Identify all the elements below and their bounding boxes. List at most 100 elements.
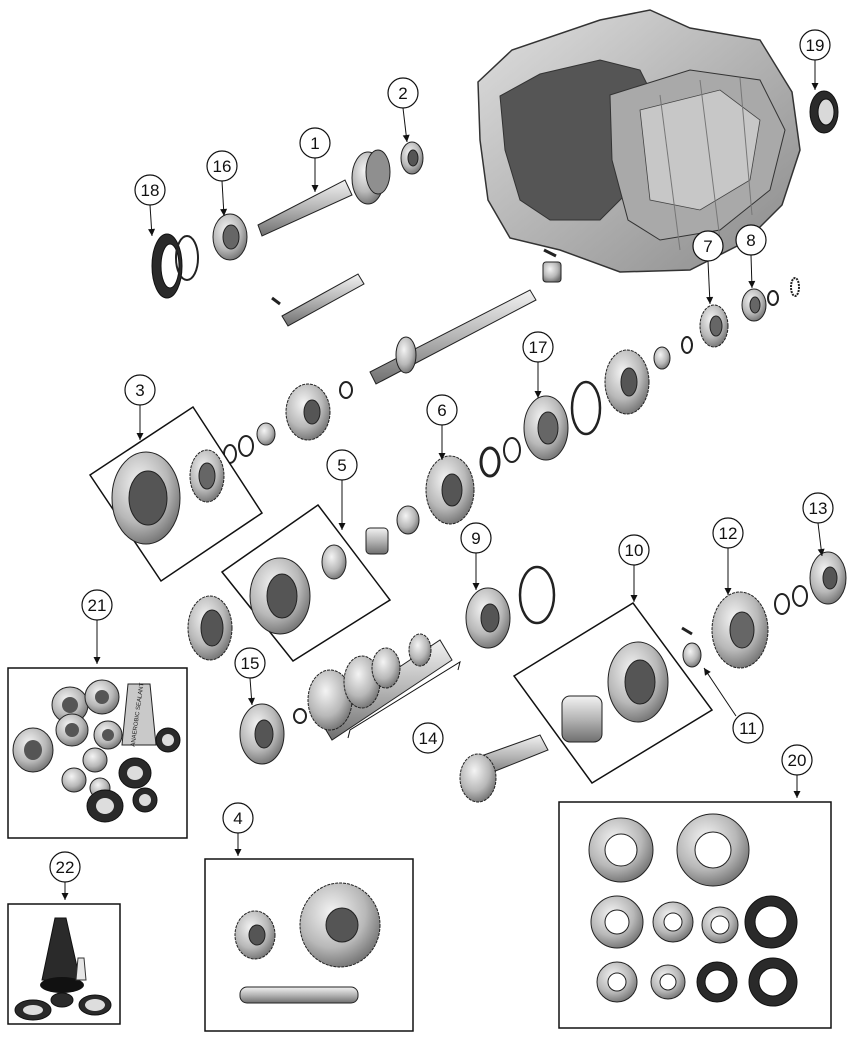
cluster-bracket — [347, 660, 461, 739]
transmission-case[interactable] — [477, 9, 801, 273]
countershaft-gear-cluster-part[interactable] — [293, 633, 453, 741]
callout-circle — [234, 647, 266, 679]
callout-arrowhead — [472, 583, 480, 590]
callout-number: 16 — [213, 157, 232, 176]
callout-10[interactable]: 10 — [618, 534, 650, 602]
callout-21[interactable]: 21 — [81, 589, 113, 664]
callout-number: 15 — [241, 654, 260, 673]
callout-number: 4 — [233, 809, 242, 828]
callout-6[interactable]: 6 — [426, 394, 458, 460]
callout-12[interactable]: 12 — [712, 517, 744, 595]
synchro-assembly-1-2-box[interactable] — [220, 503, 392, 662]
callout-number: 7 — [703, 237, 712, 256]
callout-1[interactable]: 1 — [299, 127, 331, 192]
bearing-and-seal-kit-box[interactable] — [558, 801, 832, 1029]
callout-arrowhead — [61, 893, 69, 900]
callout-number: 22 — [56, 858, 75, 877]
callout-number: 6 — [437, 401, 446, 420]
callout-4[interactable]: 4 — [222, 802, 254, 856]
callout-circle — [735, 224, 767, 256]
callout-circle — [712, 517, 744, 549]
pinion-shaft-part[interactable] — [459, 734, 549, 803]
callout-11[interactable]: 11 — [703, 667, 764, 744]
fifth-gear-part[interactable] — [711, 585, 808, 669]
callout-number: 14 — [419, 729, 438, 748]
callout-circle — [426, 394, 458, 426]
callout-17[interactable]: 17 — [522, 331, 554, 398]
callout-leader-line — [707, 260, 711, 305]
callout-number: 1 — [310, 134, 319, 153]
countershaft-front-bearing-part[interactable] — [465, 565, 556, 649]
callout-2[interactable]: 2 — [387, 77, 419, 143]
callout-8[interactable]: 8 — [735, 224, 767, 289]
callout-15[interactable]: 15 — [234, 647, 266, 706]
overhaul-kit-box[interactable]: ANAEROBIC SEALANT — [7, 667, 188, 839]
callout-circle — [799, 29, 831, 61]
callout-number: 10 — [625, 541, 644, 560]
callout-19[interactable]: 19 — [799, 29, 831, 90]
callout-circle — [124, 374, 156, 406]
callout-14[interactable]: 14 — [412, 722, 444, 754]
reverse-idler-kit-box[interactable] — [204, 858, 414, 1032]
callout-number: 3 — [135, 381, 144, 400]
callout-arrowhead — [136, 433, 144, 440]
callout-3[interactable]: 3 — [124, 374, 156, 440]
callout-arrowhead — [148, 228, 156, 236]
input-shaft-bearing-part[interactable] — [400, 141, 424, 175]
callout-22[interactable]: 22 — [49, 851, 81, 900]
synchro-assembly-3-4-box[interactable] — [88, 405, 264, 583]
shift-rod-part[interactable] — [271, 273, 365, 327]
callout-number: 13 — [809, 499, 828, 518]
callout-circle — [49, 851, 81, 883]
callout-arrowhead — [748, 280, 756, 288]
callout-13[interactable]: 13 — [802, 492, 834, 557]
callout-circle — [460, 522, 492, 554]
needle-bearing-part[interactable] — [681, 626, 702, 668]
callout-16[interactable]: 16 — [206, 150, 238, 217]
callout-circle — [802, 492, 834, 524]
callout-20[interactable]: 20 — [781, 744, 813, 798]
callout-arrowhead — [438, 453, 446, 460]
callout-arrowhead — [706, 296, 714, 304]
callout-7[interactable]: 7 — [692, 230, 724, 305]
input-shaft-part[interactable] — [257, 149, 391, 237]
countershaft-bearing-part[interactable] — [239, 703, 285, 765]
first-gear-part[interactable] — [187, 595, 233, 661]
mainshaft-bearing-part[interactable] — [523, 336, 693, 461]
callout-circle — [522, 331, 554, 363]
front-seal-part[interactable] — [151, 233, 199, 299]
countershaft-rear-bearing-part[interactable] — [809, 551, 847, 605]
sealant-kit-box[interactable] — [7, 903, 121, 1025]
callout-arrowhead — [793, 791, 801, 798]
rear-bearing-part[interactable] — [741, 277, 800, 322]
mainshaft-gear-part[interactable] — [425, 437, 521, 525]
callout-circle — [387, 77, 419, 109]
callout-arrowhead — [311, 185, 319, 192]
callout-number: 12 — [719, 524, 738, 543]
callout-arrowhead — [234, 849, 242, 856]
rear-seal-part[interactable] — [809, 90, 839, 134]
mainshaft-part[interactable] — [369, 248, 562, 385]
needle-cage-part[interactable] — [365, 505, 420, 555]
callout-arrowhead — [534, 391, 542, 398]
third-gear-part[interactable] — [223, 381, 353, 464]
callout-number: 17 — [529, 338, 548, 357]
callout-number: 19 — [806, 36, 825, 55]
callout-number: 20 — [788, 751, 807, 770]
callout-18[interactable]: 18 — [134, 174, 166, 237]
callout-circle — [222, 802, 254, 834]
callout-number: 8 — [746, 231, 755, 250]
callout-arrowhead — [247, 697, 255, 705]
callout-5[interactable]: 5 — [326, 449, 358, 530]
callout-9[interactable]: 9 — [460, 522, 492, 590]
callout-circle — [81, 589, 113, 621]
callout-number: 21 — [88, 596, 107, 615]
callout-circle — [206, 150, 238, 182]
callout-arrowhead — [338, 523, 346, 530]
callout-circle — [732, 712, 764, 744]
synchro-assembly-5th-box[interactable] — [512, 602, 714, 784]
rear-gear-part[interactable] — [699, 304, 729, 348]
callout-circle — [134, 174, 166, 206]
pilot-bearing-part[interactable] — [212, 213, 248, 261]
